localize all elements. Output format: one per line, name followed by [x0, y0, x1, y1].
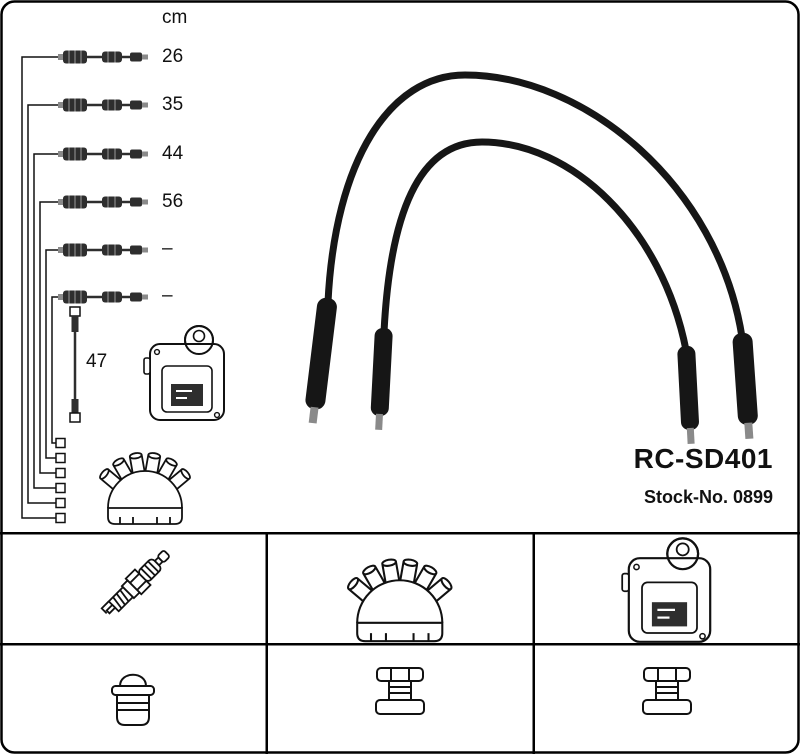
stock-number: Stock-No. 0899 — [643, 487, 773, 507]
cable-length-1: 35 — [162, 94, 184, 115]
ignition-coil-icon — [621, 537, 712, 643]
product-code: RC-SD401 — [633, 443, 773, 474]
unit-label: cm — [162, 7, 188, 28]
cable-pictogram-1 — [56, 97, 150, 113]
coil-cable-pictogram — [69, 306, 81, 423]
grid-lines — [0, 532, 800, 754]
cable-length-4: – — [162, 238, 173, 259]
cable-pictogram-3 — [56, 194, 150, 210]
cable-pictogram-0 — [56, 49, 150, 65]
ignition-coil-icon — [143, 325, 225, 421]
cable-pictogram-4 — [56, 242, 150, 258]
ignition-leads-photo — [305, 71, 758, 445]
cable-length-schematic — [21, 56, 58, 519]
distributor-terminals — [55, 437, 66, 524]
cable-length-5: – — [162, 285, 173, 306]
cable-length-0: 26 — [162, 46, 184, 67]
terminal-connector-icon — [375, 667, 425, 715]
lead-boot — [305, 297, 758, 445]
distributor-cap-icon — [345, 557, 455, 643]
cable-length-3: 56 — [162, 191, 184, 212]
terminal-connector-icon — [642, 667, 692, 715]
distributor-cap-icon — [97, 451, 193, 525]
plug-boot-icon — [111, 673, 155, 726]
coil-cable-length-label: 47 — [86, 351, 108, 372]
spark-plug-icon — [97, 544, 176, 623]
cable-pictogram-2 — [56, 146, 150, 162]
cable-length-2: 44 — [162, 143, 184, 164]
cable-pictogram-5 — [56, 289, 150, 305]
